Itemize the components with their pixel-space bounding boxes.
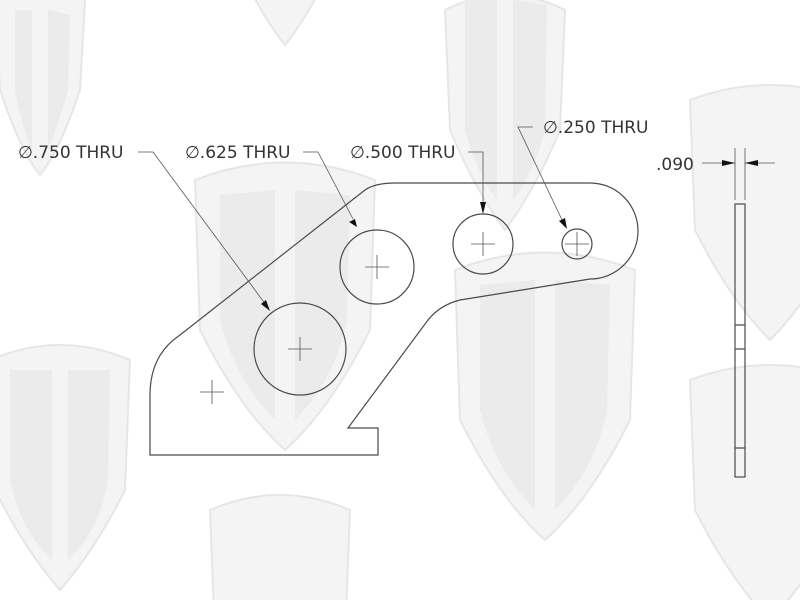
thickness-dimension: .090	[656, 155, 775, 175]
watermark-shield-icon	[0, 344, 132, 592]
watermark-shield-icon	[0, 0, 87, 177]
watermark-shield-icon	[254, 0, 316, 47]
leader-625	[303, 151, 357, 227]
watermark-shield-icon	[193, 161, 377, 452]
watermark-shield-icon	[443, 0, 567, 232]
center-mark	[200, 380, 224, 404]
watermark-shield-icon	[453, 251, 637, 542]
thickness-label: .090	[656, 155, 694, 175]
leader-750	[138, 151, 270, 311]
hole-750	[253, 302, 347, 396]
callout-750-label: ∅.750 THRU	[18, 143, 124, 163]
leader-500	[468, 151, 486, 214]
hole-250	[561, 228, 593, 260]
watermark-shield-icon	[688, 364, 800, 600]
watermark-shield-icon	[208, 494, 352, 600]
hole-625	[339, 229, 415, 305]
callout-625-label: ∅.625 THRU	[185, 143, 291, 163]
leader-250	[517, 126, 567, 229]
side-view	[734, 148, 746, 478]
part-outline	[149, 182, 639, 456]
callout-250-label: ∅.250 THRU	[543, 118, 649, 138]
callout-500-label: ∅.500 THRU	[350, 143, 456, 163]
